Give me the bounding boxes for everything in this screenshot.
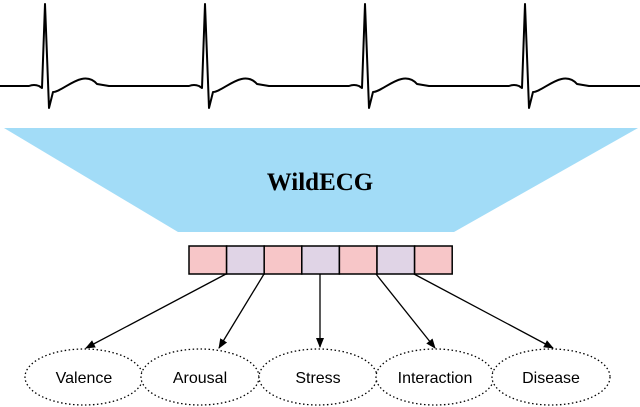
embedding-cell [338, 245, 378, 275]
task-ellipse [491, 348, 611, 406]
task-valence: Valence [24, 348, 144, 406]
task-label: Valence [56, 370, 113, 387]
task-arrows [85, 273, 554, 349]
model-funnel [4, 128, 638, 232]
embedding-cell [301, 245, 341, 275]
ecg-waveform [0, 3, 640, 109]
task-disease: Disease [491, 348, 611, 406]
embedding-cell [263, 245, 303, 275]
task-arrow [218, 273, 265, 349]
task-label: Arousal [173, 370, 227, 387]
task-label: Disease [522, 370, 580, 387]
embedding-cell [225, 245, 265, 275]
embedding-cell [188, 245, 228, 275]
downstream-tasks: Valence Arousal Stress Interaction Disea… [24, 348, 611, 406]
task-arousal: Arousal [140, 348, 260, 406]
embedding-cell [376, 245, 416, 275]
task-arrow [85, 273, 227, 349]
task-arrow [413, 273, 554, 349]
task-interaction: Interaction [375, 348, 495, 406]
task-arrow [375, 273, 436, 349]
embedding-cell [413, 245, 453, 275]
embedding-vector [188, 245, 453, 275]
model-name-label: WildECG [267, 169, 374, 196]
task-stress: Stress [258, 348, 378, 406]
task-label: Stress [295, 370, 340, 387]
task-label: Interaction [398, 370, 473, 387]
